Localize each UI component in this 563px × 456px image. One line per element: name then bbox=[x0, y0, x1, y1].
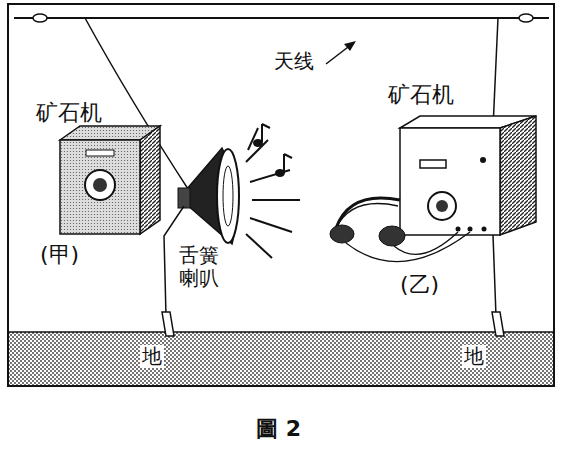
ground-label: 地 bbox=[140, 345, 164, 368]
radio-tag: (甲) bbox=[40, 242, 79, 267]
radio-tag: (乙) bbox=[400, 272, 439, 297]
antenna-label: 天线 bbox=[274, 50, 314, 73]
figure-caption: 圖 2 bbox=[0, 416, 560, 441]
ground-label: 地 bbox=[462, 345, 486, 368]
radio-label: 矿石机 bbox=[36, 100, 102, 125]
radio-label: 矿石机 bbox=[388, 82, 454, 107]
speaker-label: 舌簧 喇叭 bbox=[176, 244, 222, 290]
